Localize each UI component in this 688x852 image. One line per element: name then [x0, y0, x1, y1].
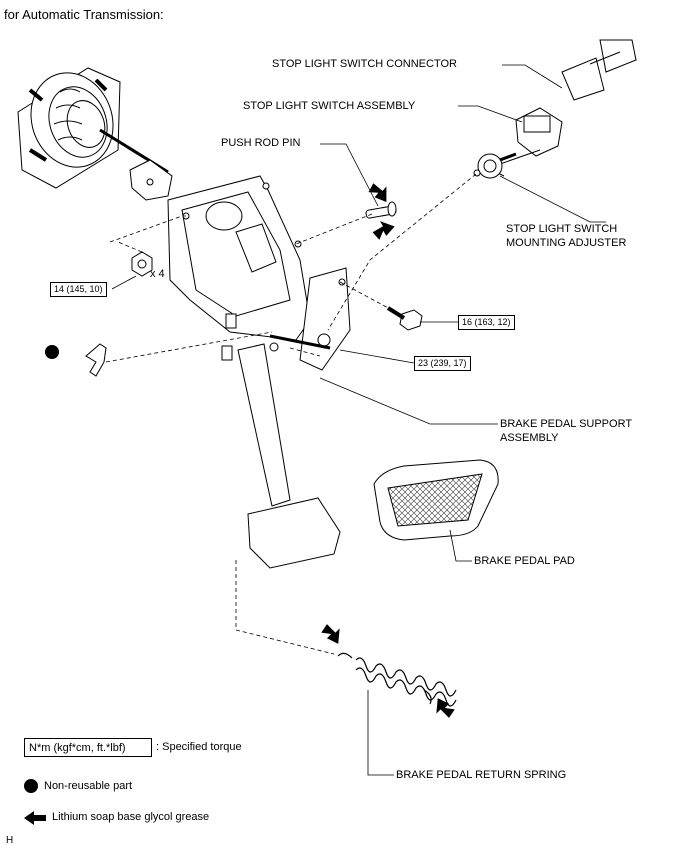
brake-pedal-return-spring	[337, 652, 457, 707]
nonreusable-part-icon	[45, 345, 59, 359]
stop-light-switch-connector-label: STOP LIGHT SWITCH CONNECTOR	[272, 58, 457, 70]
support-assembly-label-line2: ASSEMBLY	[500, 432, 559, 444]
torque-pivot-box: 23 (239, 17)	[414, 356, 471, 371]
page-header: for Automatic Transmission:	[4, 7, 164, 22]
torque-nut-box: 14 (145, 10)	[50, 282, 107, 297]
return-spring-label: BRAKE PEDAL RETURN SPRING	[396, 769, 567, 781]
legend-torque-desc: : Specified torque	[156, 741, 242, 753]
stop-light-switch-assembly-label: STOP LIGHT SWITCH ASSEMBLY	[243, 100, 416, 112]
brake-booster	[17, 67, 173, 201]
legend-torque-box: N*m (kgf*cm, ft.*lbf)	[24, 738, 152, 757]
torque-bolt-box: 16 (163, 12)	[458, 315, 515, 330]
brake-pedal-pad-label: BRAKE PEDAL PAD	[474, 555, 575, 567]
clip	[85, 343, 107, 377]
mounting-adjuster-label-line1: STOP LIGHT SWITCH	[506, 223, 618, 235]
mounting-adjuster	[473, 153, 503, 179]
quantity-label: x 4	[150, 268, 165, 280]
stop-light-switch-assembly	[495, 107, 563, 177]
mounting-adjuster-label-line2: MOUNTING ADJUSTER	[506, 237, 627, 249]
brake-pedal-pad	[373, 459, 499, 541]
brake-pedal-arm	[221, 313, 341, 569]
bolt	[386, 306, 423, 331]
grease-arrow-icon	[24, 183, 455, 825]
stop-light-switch-connector	[561, 39, 637, 101]
nonreusable-legend-icon	[24, 779, 38, 793]
footer-code: H	[6, 835, 14, 846]
support-assembly-label-line1: BRAKE PEDAL SUPPORT	[500, 418, 633, 430]
legend-grease-label: Lithium soap base glycol grease	[52, 811, 210, 823]
push-rod-pin-label: PUSH ROD PIN	[221, 137, 301, 149]
nut	[131, 251, 153, 277]
legend-nonreusable-label: Non-reusable part	[44, 780, 133, 792]
brake-pedal-support	[167, 175, 351, 371]
push-rod-pin	[365, 201, 397, 219]
